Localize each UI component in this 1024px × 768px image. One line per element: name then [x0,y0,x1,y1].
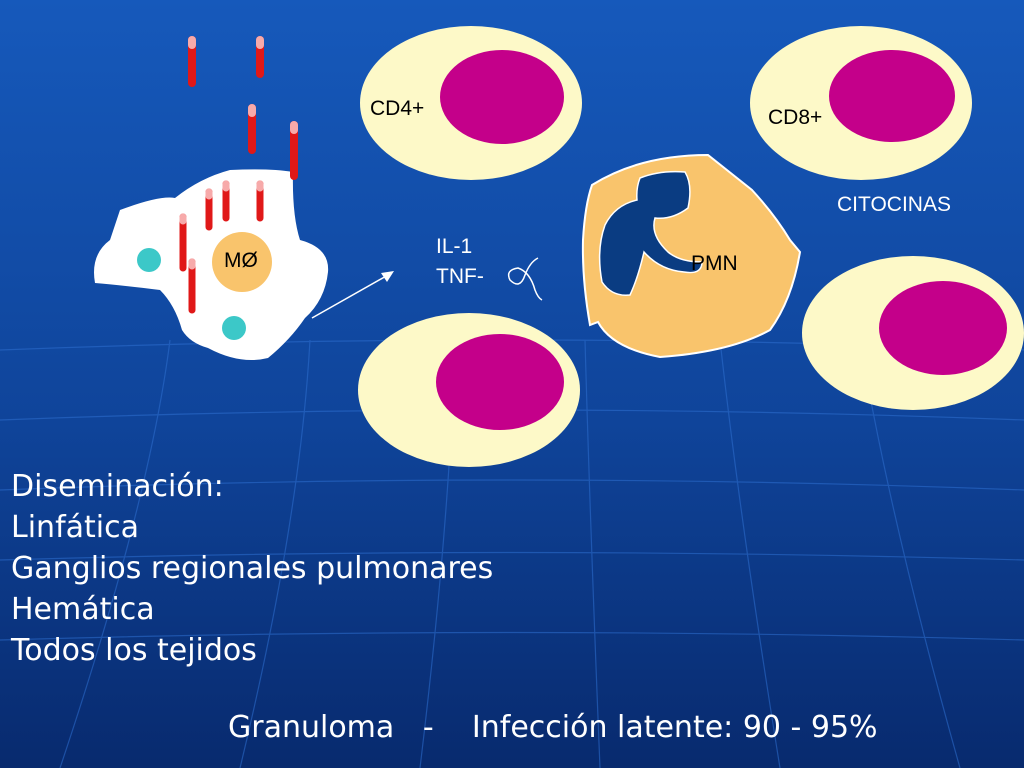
cd4-lymphocyte [360,26,582,180]
lymphocyte-bottom-nucleus [436,334,564,430]
il1-label: IL-1 [436,235,473,258]
dissemination-text: Diseminación: Linfática Ganglios regiona… [11,466,493,671]
lymphocyte-bottom [358,313,580,467]
alpha-squiggle [507,257,543,301]
macrophage-nucleus [212,232,272,292]
cd8-lymphocyte [750,26,972,180]
cd4-nucleus [440,50,564,144]
macrophage-label: MØ [224,249,258,272]
body-line: Linfática [11,510,139,545]
granule-left [137,248,161,272]
tnf-label: TNF- [436,265,484,288]
secretion-arrow [311,271,394,319]
body-line: Todos los tejidos [11,633,257,668]
lymphocyte-right-nucleus [879,281,1007,375]
body-line: Ganglios regionales pulmonares [11,551,494,586]
body-line: Diseminación: [11,469,224,504]
body-line: Hemática [11,592,155,627]
pmn-label: PMN [691,252,738,275]
macrophage [94,169,329,361]
lymphocyte-right [802,256,1024,410]
footer-granuloma: Granuloma [228,710,395,745]
cd8-label: CD8+ [768,106,823,129]
cd4-label: CD4+ [370,97,425,120]
bacilli [179,36,298,314]
pmn-nucleus [598,170,703,296]
footer-dash: - [422,710,434,745]
granule-bottom [222,316,246,340]
footer-line: Granuloma - Infección latente: 90 - 95% [228,710,878,745]
footer-latent-infection: Infección latente: 90 - 95% [471,710,878,745]
pmn-cell [581,153,802,359]
citocinas-label: CITOCINAS [837,193,951,216]
cd8-nucleus [829,50,955,142]
